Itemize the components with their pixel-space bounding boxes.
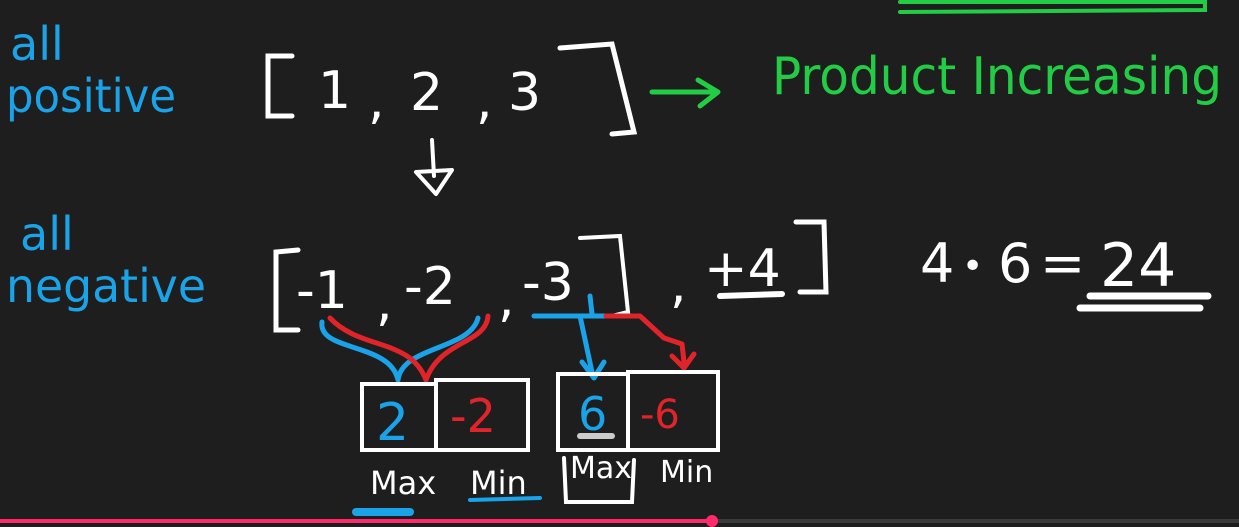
neg-comma-2: , <box>498 269 515 329</box>
red-connector-left <box>327 313 491 383</box>
box2-min-value: -6 <box>640 392 680 438</box>
blue-connector-right <box>531 293 607 381</box>
label-negative: negative <box>6 259 206 313</box>
eq-lhs-a: 4 <box>920 232 954 295</box>
top-green-stroke <box>898 0 1207 14</box>
pos-comma-2: , <box>476 71 493 131</box>
box2-max-value: 6 <box>578 387 607 441</box>
min-blue-underline <box>468 496 542 502</box>
blue-connector-left <box>319 315 481 383</box>
box2-max-bracket <box>562 456 636 504</box>
box2-max-label: Max <box>570 451 632 486</box>
box-pair-2: 6 -6 Max Min <box>556 370 720 490</box>
eq-result: 24 <box>1100 231 1176 301</box>
box1-min-cell <box>434 378 530 452</box>
video-progress-bar[interactable] <box>0 515 1239 527</box>
red-connector-right <box>603 313 697 371</box>
eq-lhs-b: 6 <box>998 232 1032 295</box>
box-pair-1: 2 -2 Max Min <box>360 378 530 502</box>
pos-comma-1: , <box>368 71 385 131</box>
equation: 4 • 6 = 24 <box>920 231 1176 301</box>
box1-max-label: Max <box>370 464 436 502</box>
neg-comma-1: , <box>376 273 393 333</box>
eq-dot: • <box>962 246 983 287</box>
video-progress-fill <box>0 519 713 523</box>
label-product-increasing: Product Increasing <box>772 47 1222 107</box>
down-arrow-icon <box>414 138 454 196</box>
result-underline <box>1076 292 1212 312</box>
neg-item-3: -3 <box>522 253 574 313</box>
box1-min-value: -2 <box>450 389 496 443</box>
box2-min-label: Min <box>660 455 713 490</box>
neg-item-4: +4 <box>704 239 781 299</box>
positive-array-items: 1 , 2 , 3 <box>318 61 541 131</box>
pos-item-2: 2 <box>410 63 443 123</box>
negative-array-items: -1 , -2 , -3 , +4 <box>296 239 781 333</box>
pos-item-1: 1 <box>318 61 351 121</box>
box1-min-label: Min <box>470 464 527 502</box>
box1-max-value: 2 <box>376 393 409 453</box>
neg-item-2: -2 <box>404 257 456 317</box>
video-progress-handle[interactable] <box>706 515 719 527</box>
label-all-1: all <box>10 17 64 71</box>
green-arrow <box>649 77 721 109</box>
negative-close-bracket <box>793 219 829 295</box>
positive-open-bracket <box>265 53 295 119</box>
neg-comma-3: , <box>670 255 687 315</box>
label-all-2: all <box>20 207 74 261</box>
positive-close-bracket <box>557 41 638 137</box>
negative-inner-close-bracket <box>578 233 631 318</box>
negative-open-bracket <box>273 247 301 333</box>
eq-equals: = <box>1040 232 1085 295</box>
pos-item-3: 3 <box>508 63 541 123</box>
neg-item-1: -1 <box>296 261 348 321</box>
plus4-underline <box>717 291 785 299</box>
box2-min-cell <box>626 370 720 452</box>
label-positive: positive <box>6 69 176 123</box>
